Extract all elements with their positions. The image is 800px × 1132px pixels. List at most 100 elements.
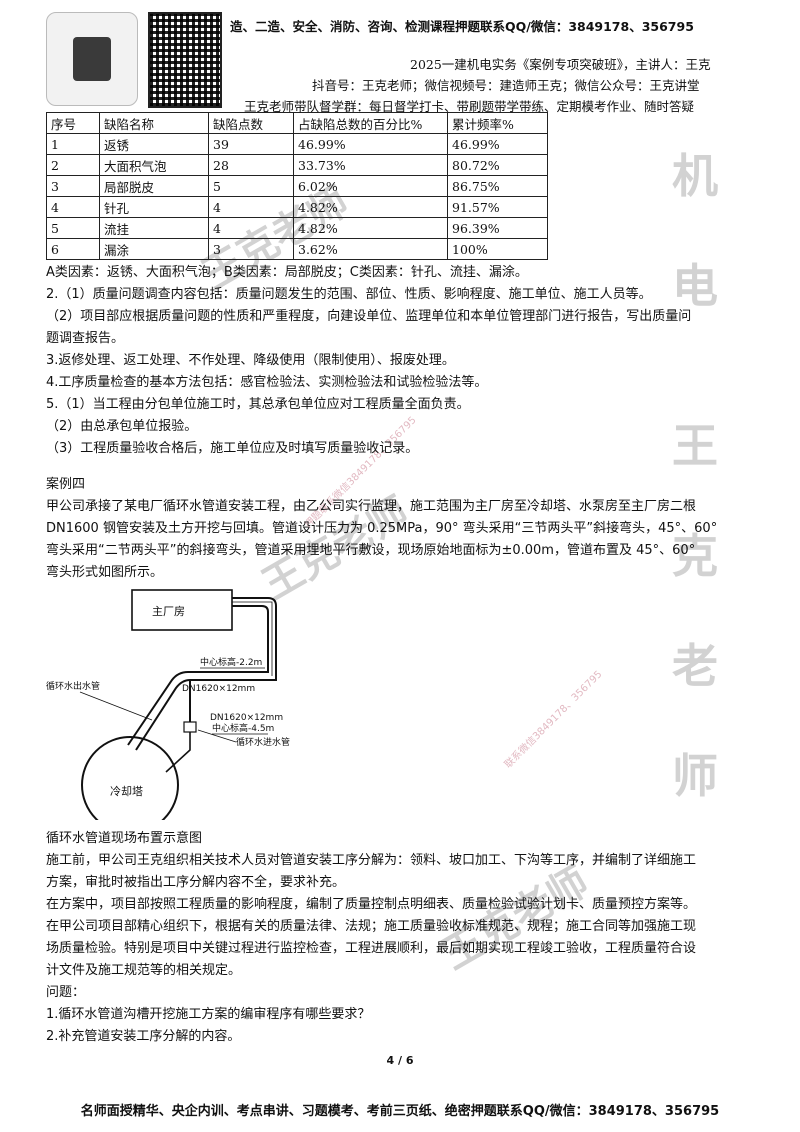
body-line: 场质量检验。特别是项目中关键过程进行监控检查，工程进展顺利，最后如期实现工程竣工… <box>46 941 697 956</box>
table-cell: 针孔 <box>99 196 209 218</box>
main-building-label: 主厂房 <box>152 605 185 618</box>
qr-code-wechat <box>148 12 222 108</box>
social-line: 抖音号：王克老师；微信视频号：建造师王克；微信公众号：王克讲堂 <box>312 78 700 93</box>
main-building-box <box>131 589 233 631</box>
answer-line: （2）由总承包单位报验。 <box>46 419 198 434</box>
center-elev-bottom-label: 中心标高-4.5m <box>212 722 274 734</box>
table-row: 2 大面积气泡 28 33.73% 80.72% <box>46 154 548 176</box>
study-group-line: 王克老师带队督学群：每日督学打卡、带刷题带学带练、定期模考作业、随时答疑 <box>244 99 695 114</box>
case-title: 案例四 <box>46 477 86 492</box>
table-cell: 5 <box>208 175 294 197</box>
case-body: 施工前，甲公司王克组织相关技术人员对管道安装工序分解为：领料、坡口加工、下沟等工… <box>46 850 758 1048</box>
table-header-row: 序号 缺陷名称 缺陷点数 占缺陷总数的百分比% 累计频率% <box>46 112 548 134</box>
pipe-layout-diagram: 主厂房 冷却塔 中心标高-2.2m DN1620×12mm DN1620×12m… <box>46 589 290 820</box>
table-cell: 返锈 <box>99 133 209 155</box>
avatar <box>73 37 111 81</box>
pipe-lower <box>127 605 269 746</box>
table-cell: 33.73% <box>293 154 448 176</box>
body-line: 计文件及施工规范等的相关规定。 <box>46 963 242 978</box>
question-item: 2.补充管道安装工序分解的内容。 <box>46 1029 241 1044</box>
col-header: 缺陷点数 <box>208 112 294 134</box>
intro-line: DN1600 钢管安装及土方开挖与回填。管道设计压力为 0.25MPa，90° … <box>46 521 718 536</box>
table-cell: 3 <box>208 238 294 260</box>
table-cell: 3.62% <box>293 238 448 260</box>
table-row: 1 返锈 39 46.99% 46.99% <box>46 133 548 155</box>
inlet-pipe-label: 循环水进水管 <box>236 736 290 748</box>
body-line: 在甲公司项目部精心组织下，根据有关的质量法律、法规；施工质量验收标准规范、规程；… <box>46 919 697 934</box>
page-number: 4 / 6 <box>386 1054 414 1067</box>
answer-line: 2.（1）质量问题调查内容包括：质量问题发生的范围、部位、性质、影响程度、施工单… <box>46 287 652 302</box>
col-header: 累计频率% <box>447 112 548 134</box>
table-cell: 2 <box>46 154 100 176</box>
inlet-to-tower <box>165 732 191 773</box>
table-cell: 28 <box>208 154 294 176</box>
table-row: 5 流挂 4 4.82% 96.39% <box>46 217 548 239</box>
table-cell: 4 <box>208 217 294 239</box>
intro-line: 弯头形式如图所示。 <box>46 565 164 580</box>
qr-code-douyin <box>46 12 138 106</box>
table-cell: 80.72% <box>447 154 548 176</box>
body-line: 施工前，甲公司王克组织相关技术人员对管道安装工序分解为：领料、坡口加工、下沟等工… <box>46 853 697 868</box>
table-cell: 6.02% <box>293 175 448 197</box>
body-line: 在方案中，项目部按照工程质量的影响程度，编制了质量控制点明细表、质量检验试验计划… <box>46 897 697 912</box>
table-cell: 大面积气泡 <box>99 154 209 176</box>
diagram-caption: 循环水管道现场布置示意图 <box>46 831 203 846</box>
cooling-tower-circle <box>81 736 179 820</box>
answer-line: 5.（1）当工程由分包单位施工时，其总承包单位应对工程质量全面负责。 <box>46 397 470 412</box>
table-cell: 4 <box>208 196 294 218</box>
watermark-side-char-1: 机 <box>672 149 718 203</box>
answer-line: A类因素：返锈、大面积气泡；B类因素：局部脱皮；C类因素：针孔、流挂、漏涂。 <box>46 265 528 280</box>
pipe-inner-1 <box>232 601 273 676</box>
pipe-spec-1-label: DN1620×12mm <box>182 684 255 694</box>
valve-icon <box>183 721 197 733</box>
top-banner: 造、二造、安全、消防、咨询、检测课程押题联系QQ/微信：3849178、3567… <box>230 19 694 34</box>
defect-table: 序号 缺陷名称 缺陷点数 占缺陷总数的百分比% 累计频率% 1 返锈 39 46… <box>46 112 548 260</box>
watermark-side-char-4: 克 <box>672 529 718 583</box>
watermark-contact-2: 联系微信3849178、356795 <box>502 668 605 771</box>
inlet-pipe-leader <box>197 729 237 743</box>
body-line: 方案，审批时被指出工序分解内容不全，要求补充。 <box>46 875 346 890</box>
answer-line: （2）项目部应根据质量问题的性质和严重程度，向建设单位、监理单位和本单位管理部门… <box>46 309 692 324</box>
answer-line: 题调查报告。 <box>46 331 125 346</box>
col-header: 序号 <box>46 112 100 134</box>
table-row: 3 局部脱皮 5 6.02% 86.75% <box>46 175 548 197</box>
center-elev-top-label: 中心标高-2.2m <box>200 656 262 668</box>
table-cell: 4.82% <box>293 217 448 239</box>
table-cell: 46.99% <box>293 133 448 155</box>
case-intro: 甲公司承接了某电厂循环水管道安装工程，由乙公司实行监理，施工范围为主厂房至冷却塔… <box>46 496 758 584</box>
intro-line: 甲公司承接了某电厂循环水管道安装工程，由乙公司实行监理，施工范围为主厂房至冷却塔… <box>46 499 697 514</box>
watermark-side-char-2: 电 <box>672 259 718 313</box>
col-header: 占缺陷总数的百分比% <box>293 112 448 134</box>
table-cell: 局部脱皮 <box>99 175 209 197</box>
course-line: 2025一建机电实务《案例专项突破班》，主讲人：王克 <box>410 57 711 72</box>
answer-line: （3）工程质量验收合格后，施工单位应及时填写质量验收记录。 <box>46 441 419 456</box>
table-cell: 6 <box>46 238 100 260</box>
table-cell: 4 <box>46 196 100 218</box>
answer-line: 3.返修处理、返工处理、不作处理、降级使用（限制使用）、报废处理。 <box>46 353 455 368</box>
watermark-side-char-3: 王 <box>672 419 718 473</box>
watermark-side-char-6: 师 <box>672 749 718 803</box>
questions-title: 问题： <box>46 985 86 1000</box>
table-cell: 100% <box>447 238 548 260</box>
footer-banner: 名师面授精华、央企内训、考点串讲、习题模考、考前三页纸、绝密押题联系QQ/微信：… <box>80 1104 720 1119</box>
intro-line: 弯头采用“二节两头平”的斜接弯头，管道采用埋地平行敷设，现场原始地面标为±0.0… <box>46 543 696 558</box>
table-cell: 4.82% <box>293 196 448 218</box>
pipe-spec-2-label: DN1620×12mm <box>210 713 283 723</box>
table-cell: 86.75% <box>447 175 548 197</box>
outlet-pipe-label: 循环水出水管 <box>46 680 100 692</box>
table-cell: 5 <box>46 217 100 239</box>
table-cell: 3 <box>46 175 100 197</box>
table-cell: 91.57% <box>447 196 548 218</box>
table-cell: 流挂 <box>99 217 209 239</box>
cooling-tower-label: 冷却塔 <box>110 785 143 798</box>
watermark-side-char-5: 老 <box>672 639 718 693</box>
table-cell: 39 <box>208 133 294 155</box>
table-cell: 1 <box>46 133 100 155</box>
table-cell: 漏涂 <box>99 238 209 260</box>
col-header: 缺陷名称 <box>99 112 209 134</box>
question-item: 1.循环水管道沟槽开挖施工方案的编审程序有哪些要求？ <box>46 1007 371 1022</box>
answer-line: 4.工序质量检查的基本方法包括：感官检验法、实测检验法和试验检验法等。 <box>46 375 488 390</box>
outlet-pipe-leader <box>79 691 153 721</box>
table-row: 4 针孔 4 4.82% 91.57% <box>46 196 548 218</box>
table-cell: 46.99% <box>447 133 548 155</box>
